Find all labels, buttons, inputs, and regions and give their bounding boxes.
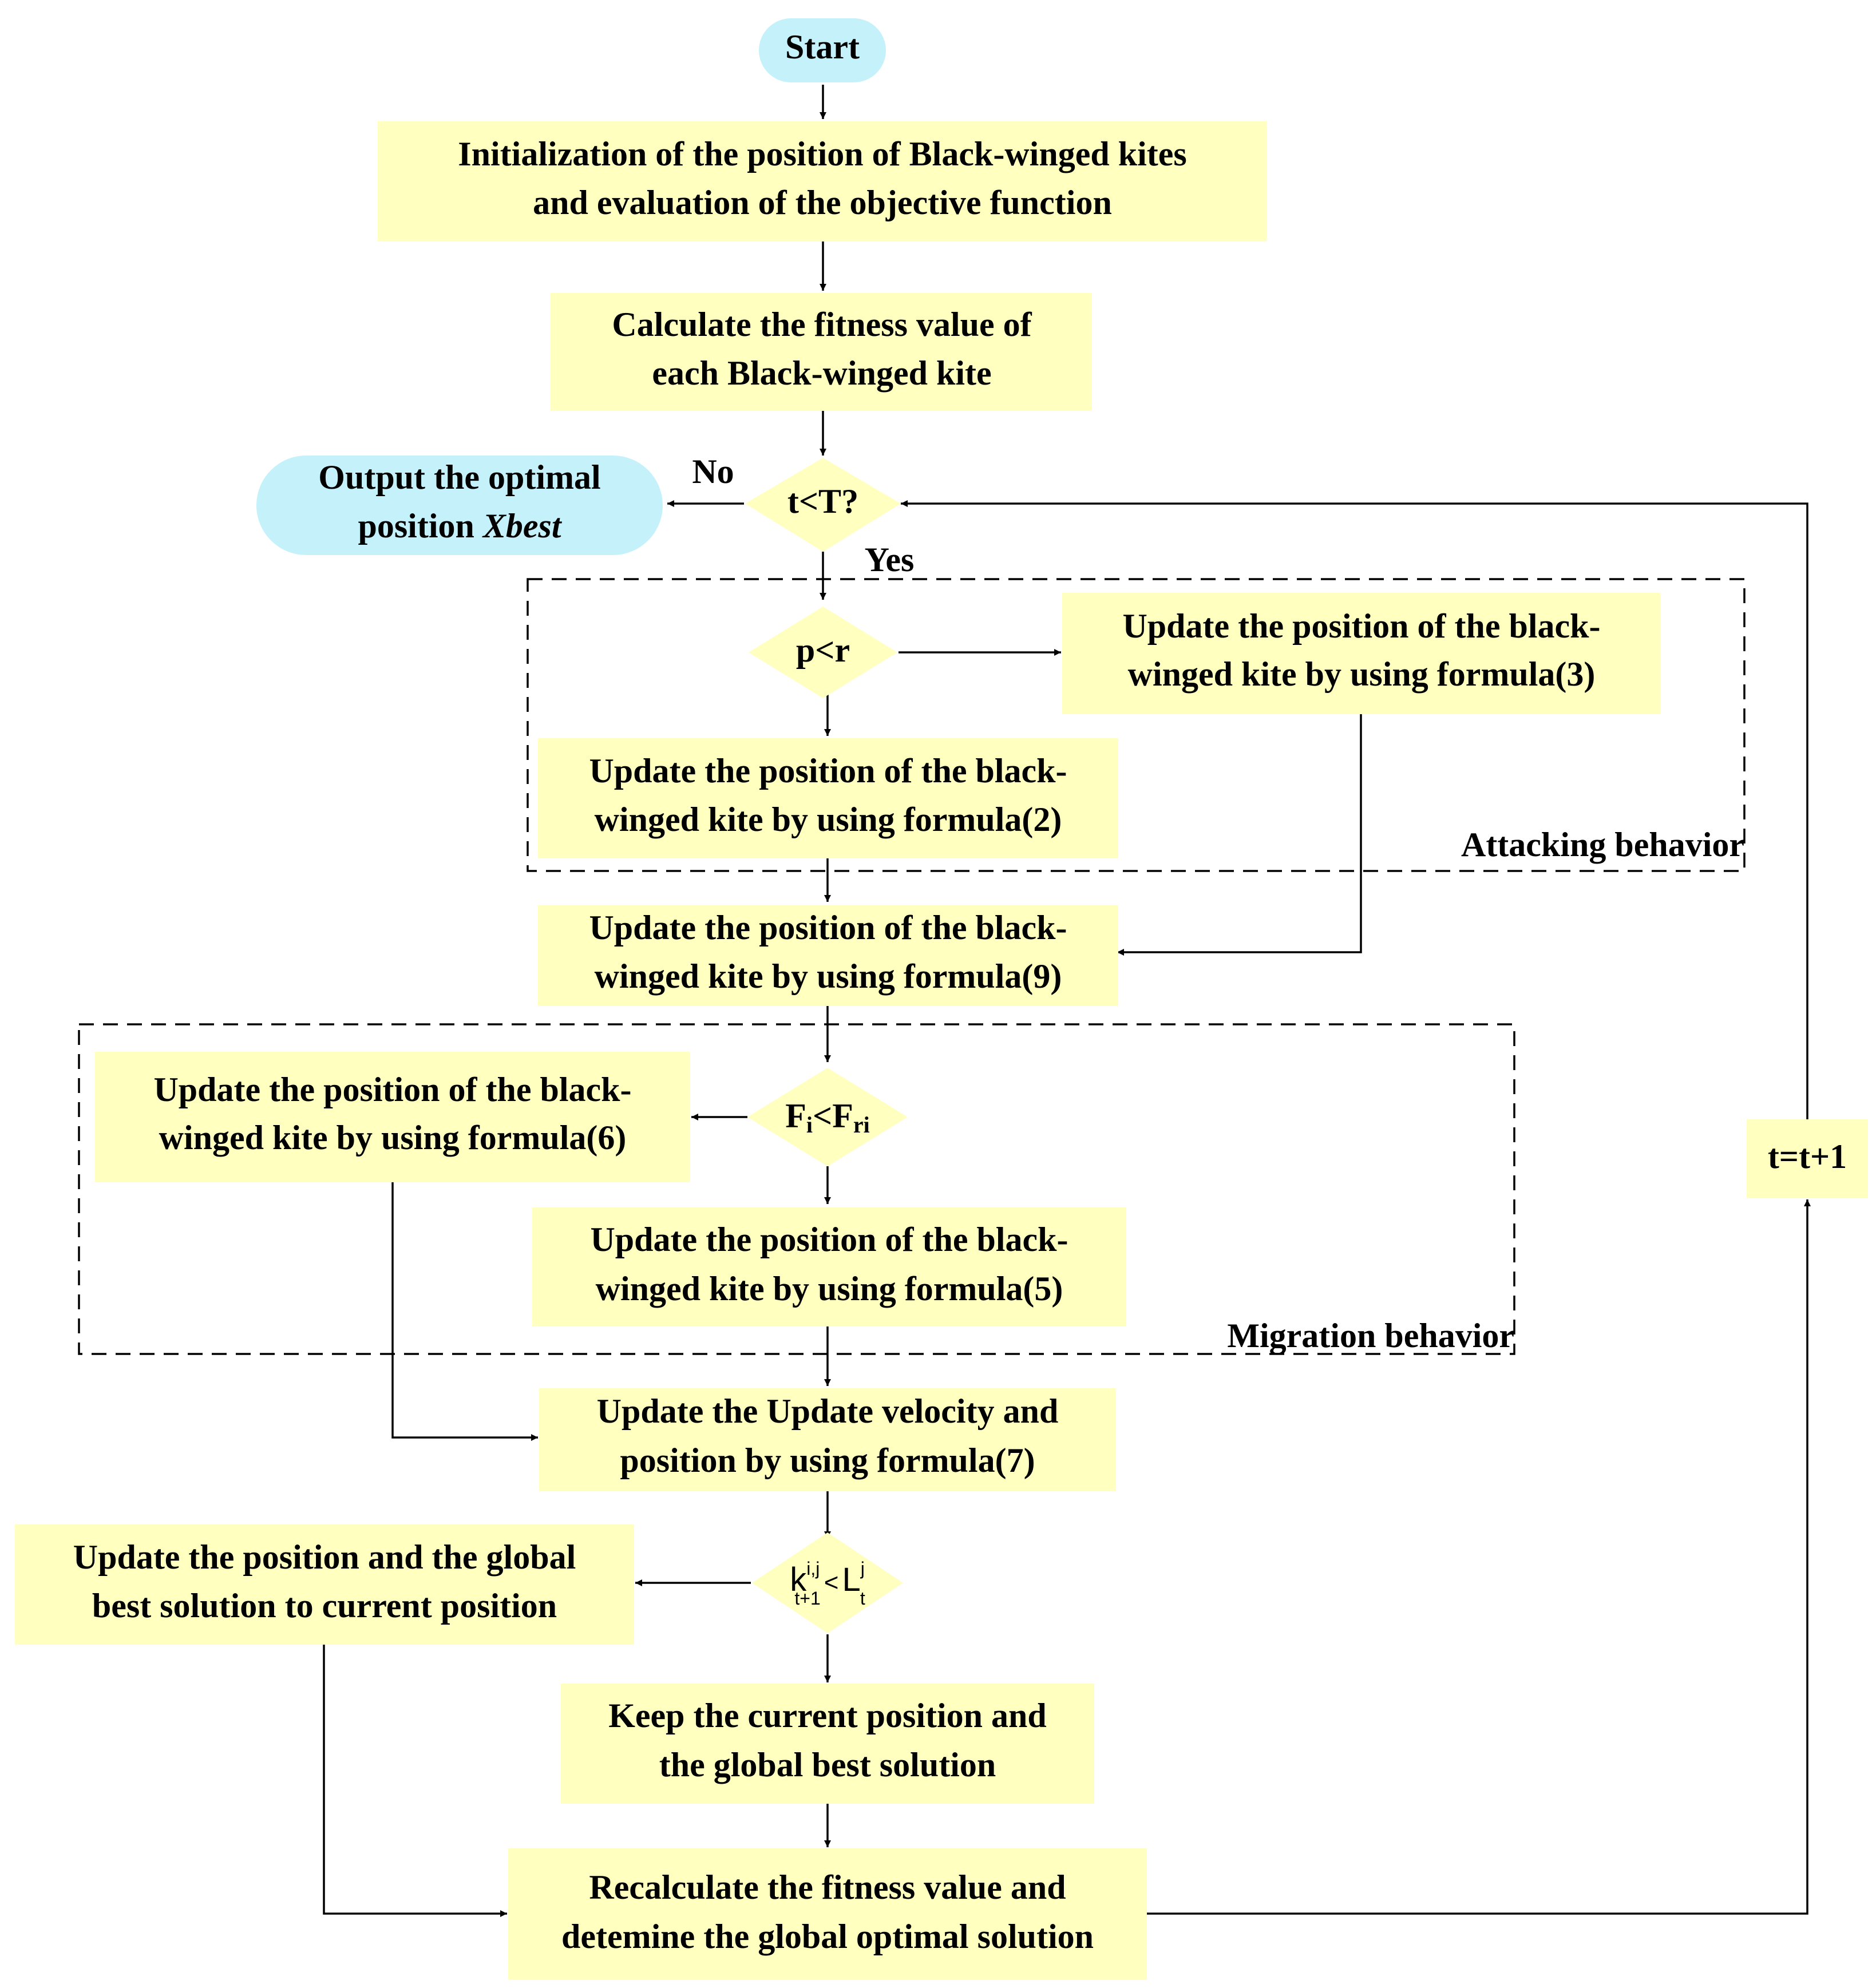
formula9-line-1: Update the position of the black- (589, 909, 1067, 947)
start-terminal: Start (759, 18, 886, 82)
formula2-box: Update the position of the black- winged… (538, 738, 1118, 858)
formula3-line-2: winged kite by using formula(3) (1128, 655, 1596, 693)
attacking-behavior-label: Attacking behavior (1461, 826, 1744, 864)
condition-k-var-l: L (842, 1561, 860, 1598)
calc-fitness-line-2: each Black-winged kite (652, 354, 991, 392)
init-line-2: and evaluation of the objective function (533, 184, 1112, 221)
keep-box: Keep the current position and the global… (561, 1684, 1094, 1804)
formula7-line-1: Update the Update velocity and (597, 1392, 1059, 1430)
condition-f-var: F (785, 1097, 806, 1135)
start-label: Start (785, 28, 860, 66)
recalc-box: Recalculate the fitness value and detemi… (508, 1848, 1147, 1980)
output-line-1: Output the optimal (318, 458, 600, 496)
label-yes: Yes (865, 541, 915, 579)
arrow-update-global-to-recalc (323, 1645, 507, 1917)
migration-behavior-frame (78, 1023, 1515, 1355)
output-terminal: Output the optimal position Xbest (256, 456, 663, 555)
condition-k-sub: t+1 (794, 1588, 820, 1609)
condition-p-label: p<r (796, 631, 850, 669)
increment-label: t=t+1 (1768, 1138, 1847, 1175)
condition-f-diamond: Fi<Fri (747, 1068, 908, 1166)
condition-f-var2: F (832, 1097, 853, 1135)
formula2-line-2: winged kite by using formula(2) (595, 801, 1062, 838)
update-global-box: Update the position and the global best … (15, 1524, 634, 1645)
recalc-line-1: Recalculate the fitness value and (589, 1868, 1066, 1906)
formula7-line-2: position by using formula(7) (620, 1442, 1035, 1479)
output-xbest: Xbest (482, 507, 563, 545)
output-line-2-text: position (358, 507, 482, 545)
condition-t-diamond: t<T? (745, 458, 901, 552)
formula6-box: Update the position of the black- winged… (95, 1052, 690, 1182)
arrow-increment-to-cond-t (901, 500, 1808, 1119)
condition-f-lt: < (813, 1097, 832, 1135)
formula2-line-1: Update the position of the black- (589, 752, 1067, 790)
arrow-formula6-to-formula7 (391, 1182, 538, 1441)
arrow-formula3-to-formula9 (1117, 714, 1362, 956)
increment-box: t=t+1 (1747, 1119, 1868, 1198)
condition-k-lt: < (824, 1569, 839, 1597)
update-global-line-1: Update the position and the global (73, 1538, 576, 1576)
condition-f-label: Fi<Fri (785, 1097, 870, 1138)
update-global-line-2: best solution to current position (92, 1587, 557, 1625)
condition-t-label: t<T? (787, 482, 858, 520)
condition-p-diamond: p<r (749, 607, 897, 698)
migration-behavior-label: Migration behavior (1227, 1317, 1514, 1355)
condition-f-sub-ri: ri (853, 1112, 870, 1138)
calc-fitness-line-1: Calculate the fitness value of (612, 306, 1032, 343)
init-box: Initialization of the position of Black-… (378, 121, 1267, 241)
condition-k-l-sub: t (860, 1588, 865, 1609)
keep-line-2: the global best solution (659, 1746, 996, 1784)
formula3-box: Update the position of the black- winged… (1062, 593, 1661, 714)
formula3-line-1: Update the position of the black- (1122, 607, 1600, 645)
init-line-1: Initialization of the position of Black-… (458, 135, 1186, 173)
formula5-box: Update the position of the black- winged… (532, 1207, 1126, 1326)
formula6-line-2: winged kite by using formula(6) (159, 1119, 627, 1157)
label-no: No (692, 453, 734, 490)
formula7-box: Update the Update velocity and position … (539, 1388, 1116, 1491)
condition-k-sup: i,j (806, 1558, 820, 1579)
calc-fitness-box: Calculate the fitness value of each Blac… (551, 293, 1092, 411)
attacking-behavior-frame (527, 578, 1746, 872)
keep-line-1: Keep the current position and (608, 1697, 1047, 1734)
formula5-line-1: Update the position of the black- (590, 1221, 1068, 1258)
recalc-line-2: detemine the global optimal solution (561, 1918, 1094, 1955)
condition-f-sub-i: i (806, 1112, 813, 1138)
formula5-line-2: winged kite by using formula(5) (596, 1270, 1063, 1308)
formula9-line-2: winged kite by using formula(9) (595, 957, 1062, 995)
formula6-line-1: Update the position of the black- (153, 1071, 631, 1108)
connectors (323, 85, 1811, 1917)
formula9-box: Update the position of the black- winged… (538, 905, 1118, 1006)
output-line-2: position Xbest (358, 507, 562, 545)
condition-k-l-sup: j (860, 1558, 865, 1579)
condition-k-var: k (790, 1561, 807, 1598)
arrow-recalc-to-increment (1147, 1199, 1811, 1915)
